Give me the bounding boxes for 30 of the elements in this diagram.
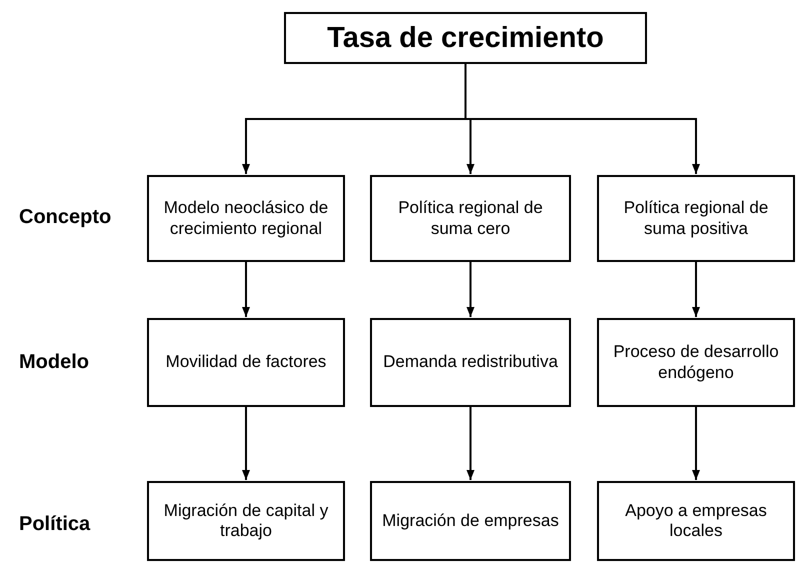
process-box — [370, 481, 571, 561]
box-text: Migración de capital y trabajo — [162, 500, 330, 542]
box-text: Modelo neoclásico de crecimiento regional — [162, 198, 330, 239]
row-label: Política — [19, 512, 90, 537]
process-box — [597, 175, 795, 262]
row-label: Modelo — [19, 350, 89, 375]
arrow — [692, 262, 700, 317]
box-text: Política regional de suma cero — [397, 198, 544, 239]
arrow — [692, 407, 700, 480]
process-box — [370, 175, 571, 262]
box-text: Tasa de crecimiento — [327, 20, 604, 56]
process-box — [147, 318, 345, 407]
arrow — [466, 262, 474, 317]
box-text: Política regional de suma positiva — [622, 198, 770, 239]
title-box — [284, 12, 647, 64]
process-box — [597, 481, 795, 561]
process-box — [147, 175, 345, 262]
process-box — [370, 318, 571, 407]
arrow — [242, 407, 250, 480]
process-box — [147, 481, 345, 561]
box-text: Migración de empresas — [382, 510, 559, 532]
arrow — [242, 262, 250, 317]
row-label: Concepto — [19, 205, 112, 230]
arrow — [464, 64, 700, 174]
box-text: Apoyo a empresas locales — [624, 500, 768, 542]
box-text: Movilidad de factores — [166, 352, 326, 373]
arrow — [466, 407, 474, 480]
box-text: Demanda redistributiva — [383, 352, 558, 373]
box-text: Proceso de desarrollo endógeno — [612, 342, 780, 383]
process-box — [597, 318, 795, 407]
